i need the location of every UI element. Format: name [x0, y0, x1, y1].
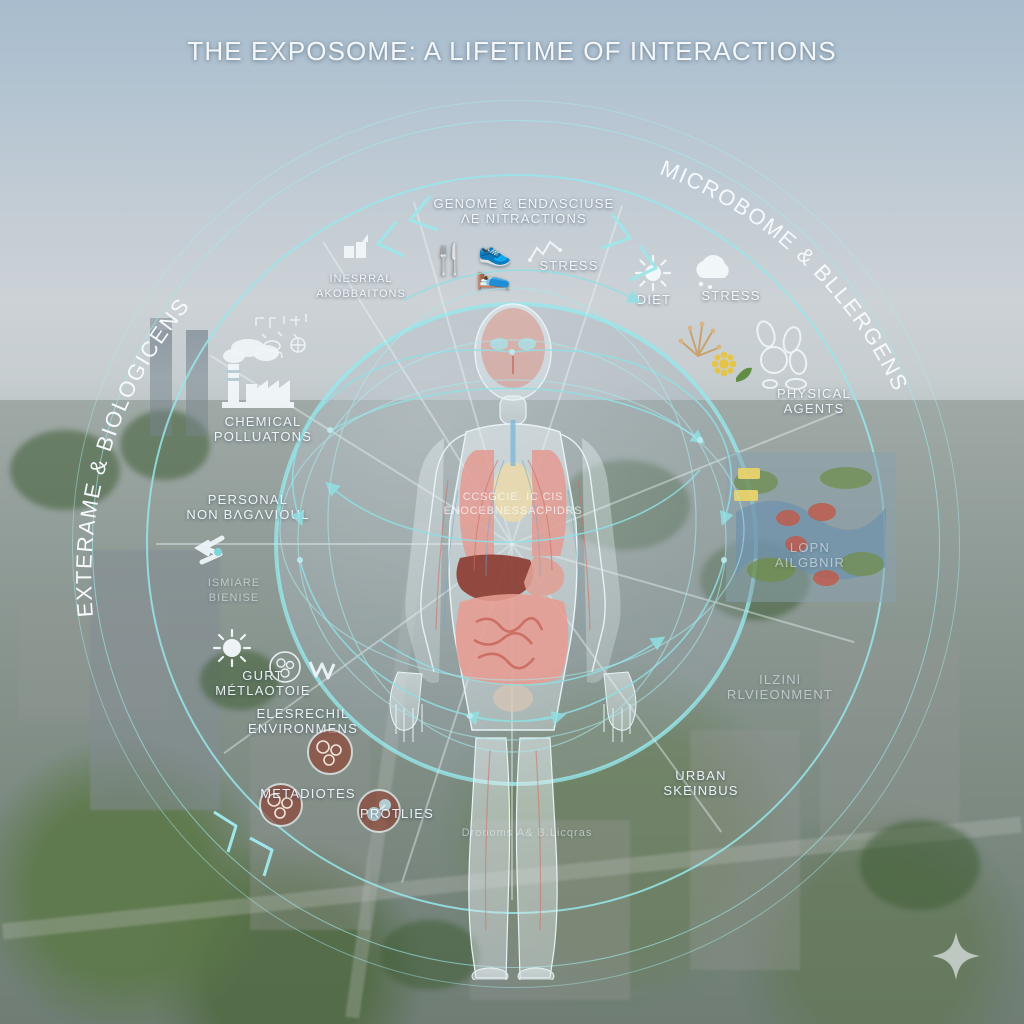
protein-blue-icon [357, 789, 401, 833]
cloud-rain-icon [696, 255, 729, 289]
center-core-label: CCSGCIE. IC CIS ENOCEBNESSACPIDRS [348, 490, 678, 518]
sun-icon [634, 254, 672, 292]
fork-knife-icon: 🍴 [430, 243, 468, 276]
factory-building-icon [344, 234, 368, 258]
chart-icon [528, 240, 562, 262]
satellite-map-icon [726, 452, 896, 602]
shoe-icon: 👟 [478, 237, 512, 267]
virus-icon [308, 661, 336, 680]
sparkle-star-icon [932, 932, 980, 980]
cell-red-icon [259, 783, 303, 827]
divider [511, 544, 513, 900]
core-line2: ENOCEBNESSACPIDRS [443, 505, 583, 517]
train-icon [734, 490, 758, 501]
petri-dish-icon [307, 729, 353, 775]
bus-icon [738, 468, 760, 479]
core-line1: CCSGCIE. IC CIS [462, 491, 564, 503]
factory-smokestack-icon [222, 339, 294, 408]
arrows-icon [194, 535, 225, 565]
bed-icon: 🛌 [476, 259, 511, 290]
page-title: THE EXPOSOME: A LIFETIME OF INTERACTIONS [187, 36, 837, 66]
sun-icon [212, 628, 252, 668]
cell-cluster-icon [269, 651, 301, 683]
bacteria-icon [756, 320, 808, 390]
